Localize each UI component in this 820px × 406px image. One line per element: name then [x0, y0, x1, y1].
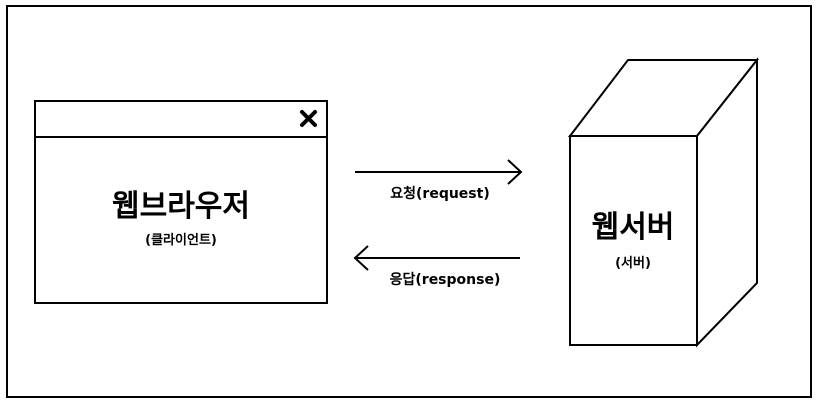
browser-window-body [34, 100, 328, 304]
server-title: 웹서버 [592, 210, 675, 245]
server-box: 웹서버 (서버) [567, 57, 760, 348]
server-subtitle: (서버) [615, 255, 651, 271]
diagram-frame [6, 5, 812, 398]
response-arrow [353, 245, 520, 271]
response-label: 응답(response) [390, 271, 501, 288]
client-title: 웹브라우저 [112, 189, 250, 224]
server-front-face [569, 135, 698, 346]
browser-window: 웹브라우저 (클라이언트) [34, 100, 328, 304]
client-subtitle: (클라이언트) [145, 232, 217, 248]
request-arrow [355, 159, 523, 185]
close-icon [300, 110, 317, 127]
request-label: 요청(request) [390, 186, 489, 202]
